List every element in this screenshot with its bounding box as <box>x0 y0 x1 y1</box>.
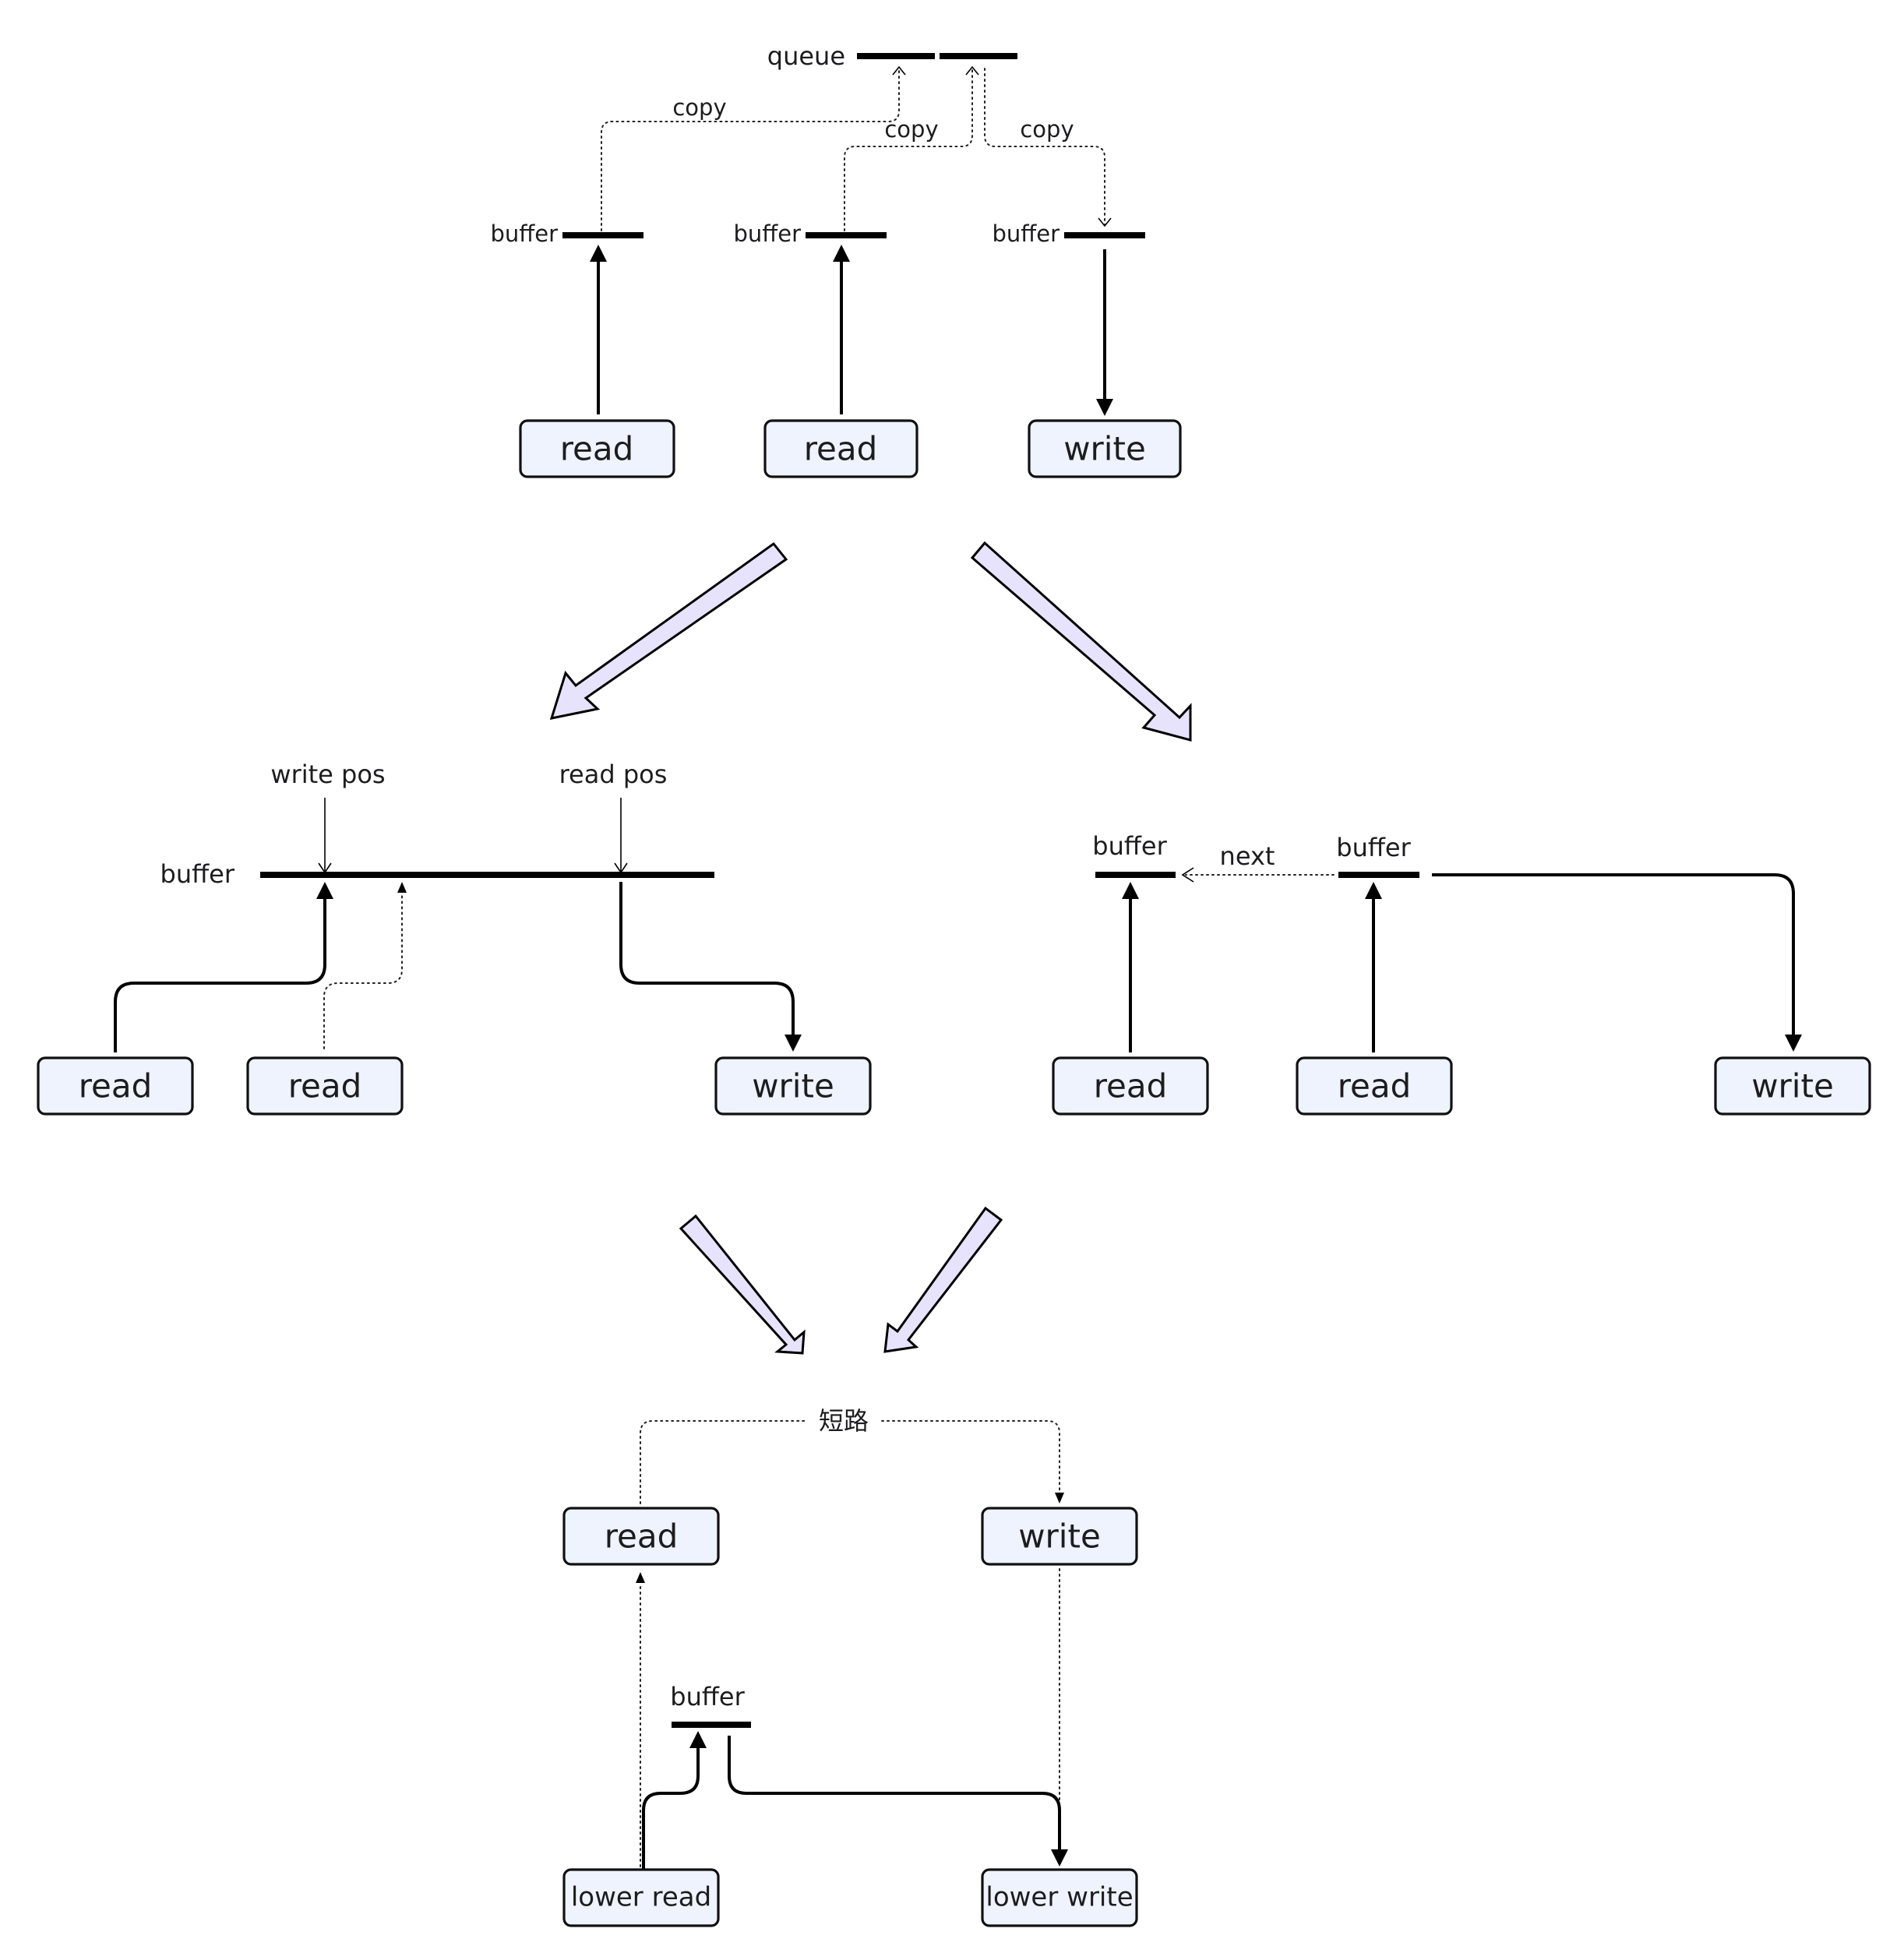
top-buffer-label-2: buffer <box>733 220 801 247</box>
ring-read-box-1[interactable]: read <box>37 1056 194 1116</box>
ring-read-box-2-label: read <box>288 1067 362 1105</box>
top-read-box-1-label: read <box>560 430 634 468</box>
ring-buffer-label: buffer <box>160 859 235 889</box>
copy-connector-2 <box>844 68 973 231</box>
next-pointer-head <box>1181 867 1194 883</box>
transition-arrow-to-ring <box>549 541 788 720</box>
copy-label-3: copy <box>1020 116 1074 143</box>
copy-label-2: copy <box>884 116 938 143</box>
lower-read-to-read-arrowhead <box>636 1572 645 1583</box>
ring-read-dotted-arrowhead-2 <box>397 882 407 893</box>
lower-read-to-buffer-arrow <box>642 1748 700 1870</box>
linked-write-box[interactable]: write <box>1714 1056 1871 1116</box>
top-read-arrowhead-2 <box>833 245 850 262</box>
short-circuit-line-left <box>640 1420 806 1504</box>
copy-connector-3 <box>984 68 1105 225</box>
ring-write-arrowhead <box>785 1035 802 1052</box>
ring-write-box-label: write <box>752 1067 834 1105</box>
ring-write-arrow <box>619 882 795 1035</box>
lower-read-box[interactable]: lower read <box>562 1868 720 1927</box>
top-read-box-2-label: read <box>804 430 878 468</box>
linked-buffer-label-2: buffer <box>1336 833 1411 862</box>
transition-arrow-linked-to-shortcut <box>883 1206 1003 1353</box>
buffer-to-lower-write-arrow <box>728 1736 1061 1849</box>
linked-read-arrowhead-1 <box>1122 882 1139 899</box>
top-read-arrowhead-1 <box>590 245 607 262</box>
shortcut-write-box-label: write <box>1018 1518 1101 1556</box>
copy-arrowhead-2 <box>965 65 979 76</box>
top-write-box[interactable]: write <box>1028 419 1182 478</box>
lower-write-box[interactable]: lower write <box>981 1868 1138 1927</box>
ring-read-box-2[interactable]: read <box>246 1056 404 1116</box>
transition-arrow-to-linked <box>970 541 1192 742</box>
linked-write-box-label: write <box>1751 1067 1834 1105</box>
linked-write-arrowhead <box>1785 1035 1802 1052</box>
ring-write-box[interactable]: write <box>714 1056 872 1116</box>
ring-read-arrowhead-1 <box>316 882 333 899</box>
linked-read-arrowhead-2 <box>1365 882 1382 899</box>
linked-write-arrow <box>1432 873 1795 1035</box>
linked-buffer-section: buffer buffer next read read write <box>1052 831 1871 1116</box>
shortcut-read-box[interactable]: read <box>562 1507 720 1566</box>
top-buffer-label-1: buffer <box>490 220 558 247</box>
transition-arrow-ring-to-shortcut <box>679 1214 806 1355</box>
short-circuit-line-right <box>881 1420 1060 1492</box>
lower-read-to-buffer-arrowhead <box>689 1731 707 1748</box>
ring-read-box-1-label: read <box>79 1067 153 1105</box>
queue-section: queue buffer buffer buffer copy copy cop… <box>490 41 1182 478</box>
top-write-box-label: write <box>1063 430 1146 468</box>
shortcut-buffer-label: buffer <box>670 1682 745 1711</box>
linked-read-box-2-label: read <box>1338 1067 1412 1105</box>
queue-label: queue <box>767 41 845 71</box>
ring-buffer-section: write pos read pos buffer read read writ… <box>37 760 872 1116</box>
short-circuit-label: 短路 <box>819 1406 869 1436</box>
linked-buffer-label-1: buffer <box>1092 831 1167 861</box>
top-write-arrowhead <box>1096 399 1113 416</box>
shortcut-write-box[interactable]: write <box>981 1507 1138 1566</box>
ring-read-arrow-1 <box>114 899 326 1052</box>
shortcut-section: 短路 read write buffer lower read lower wr… <box>562 1406 1138 1927</box>
top-read-box-2[interactable]: read <box>763 419 919 478</box>
top-read-box-1[interactable]: read <box>519 419 675 478</box>
copy-label-1: copy <box>672 94 726 121</box>
linked-read-box-1[interactable]: read <box>1052 1056 1209 1116</box>
lower-read-box-label: lower read <box>571 1882 711 1913</box>
short-circuit-arrowhead <box>1055 1493 1064 1503</box>
shortcut-read-box-label: read <box>605 1518 679 1556</box>
ring-read-dotted-2 <box>323 892 403 1049</box>
copy-arrowhead-3 <box>1098 217 1112 227</box>
top-buffer-label-3: buffer <box>992 220 1060 247</box>
linked-read-box-2[interactable]: read <box>1296 1056 1453 1116</box>
next-label: next <box>1220 841 1275 871</box>
linked-read-box-1-label: read <box>1094 1067 1168 1105</box>
copy-connector-1 <box>601 68 900 231</box>
write-pos-label: write pos <box>270 760 385 789</box>
lower-write-box-label: lower write <box>985 1882 1133 1913</box>
buffer-to-lower-write-arrowhead <box>1051 1849 1068 1867</box>
read-pos-label: read pos <box>559 760 668 789</box>
copy-arrowhead-1 <box>892 65 906 76</box>
